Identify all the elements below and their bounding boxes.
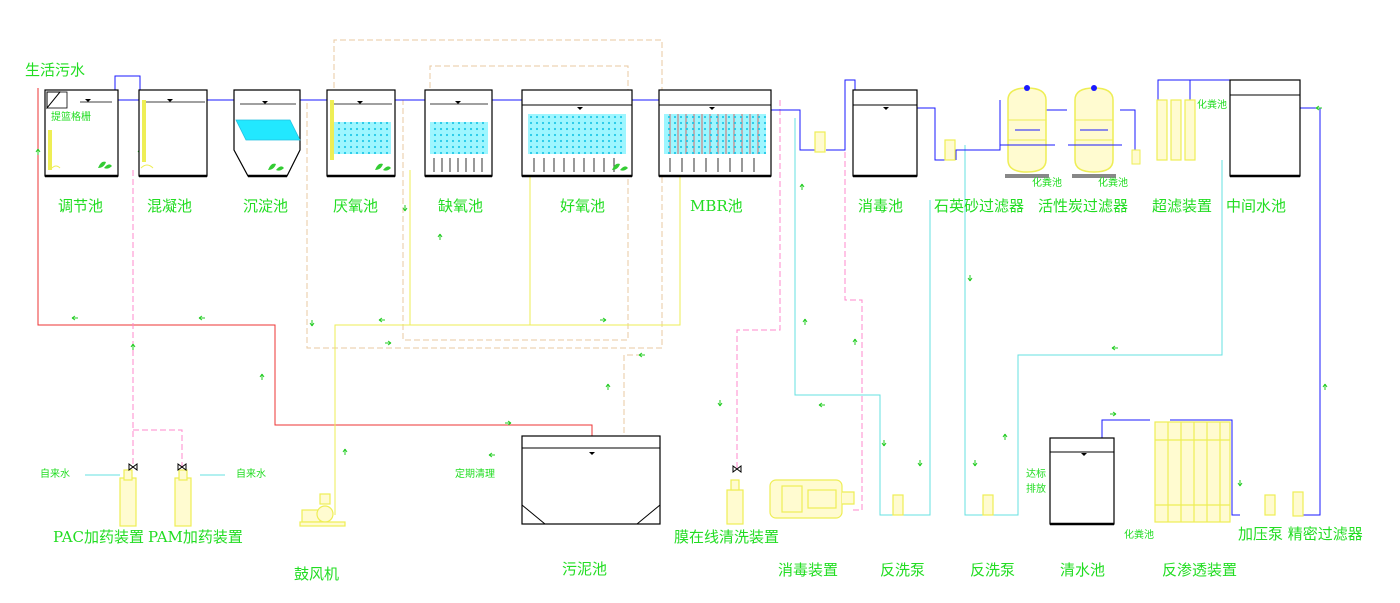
booster-pump-filter-label: 加压泵 精密过滤器 [1238, 525, 1363, 543]
activated-carbon-filter [1068, 85, 1141, 178]
disinfection-device-label: 消毒装置 [778, 561, 839, 579]
tank-mbr [658, 89, 772, 178]
tank-label-adjustment: 调节池 [58, 197, 104, 215]
tank-label-quartz-filter: 石英砂过滤器 [934, 197, 1025, 215]
tank-aerobic [521, 89, 633, 178]
pam-dosing-device [174, 469, 192, 527]
sludge-tank-label: 污泥池 [562, 560, 608, 578]
septic-label-3: 化粪池 [1197, 100, 1227, 111]
tank-label-carbon-filter: 活性炭过滤器 [1038, 197, 1129, 215]
pam-device-label: PAM加药装置 [148, 528, 243, 546]
valves [128, 463, 742, 473]
septic-label-1: 化粪池 [1032, 178, 1062, 189]
tank-adjustment [44, 89, 119, 178]
sludge-return-line [37, 88, 593, 436]
septic-label-4: 化粪池 [1124, 530, 1154, 541]
ultrafiltration-unit [1156, 99, 1196, 161]
membrane-cleaning-device [726, 479, 744, 525]
tap-water-right: 自来水 [236, 469, 266, 480]
backwash-lines [85, 118, 1223, 516]
tank-label-anaerobic: 厌氧池 [333, 197, 379, 215]
pac-device-label: PAC加药装置 [53, 528, 145, 546]
tank-label-mbr: MBR池 [690, 197, 743, 215]
tank-label-intermediate: 中间水池 [1226, 197, 1287, 215]
tank-label-anoxic: 缺氧池 [438, 197, 484, 215]
inlet-label: 生活污水 [25, 61, 86, 79]
reverse-osmosis-label: 反渗透装置 [1162, 561, 1238, 579]
blower-label: 鼓风机 [294, 565, 340, 583]
tank-label-sedimentation: 沉淀池 [243, 197, 289, 215]
reverse-osmosis-unit [1154, 421, 1231, 523]
tank-sedimentation [233, 89, 301, 178]
backwash-pump-2-label: 反洗泵 [970, 561, 1016, 579]
pumps [814, 131, 1304, 517]
screen-label: 提篮格栅 [51, 112, 91, 123]
tank-disinfection [852, 89, 918, 178]
backwash-pump-1-label: 反洗泵 [880, 561, 926, 579]
tank-label-aerobic: 好氧池 [560, 197, 606, 215]
disinfection-device [769, 479, 855, 519]
regular-cleaning-label: 定期清理 [455, 469, 495, 480]
quartz-sand-filter [1000, 85, 1055, 178]
pac-dosing-device [119, 469, 137, 527]
tank-label-ultrafiltration: 超滤装置 [1152, 197, 1213, 215]
tank-anoxic [424, 89, 493, 178]
return-loop-lines [306, 39, 663, 436]
blower [299, 493, 346, 527]
tank-label-disinfection: 消毒池 [858, 197, 904, 215]
tap-water-left: 自来水 [40, 469, 70, 480]
clear-water-tank [1049, 437, 1115, 526]
dosing-lines [132, 80, 863, 511]
sludge-tank [521, 435, 661, 525]
compliant-discharge-label-1: 达标 [1026, 469, 1046, 480]
tank-coagulation [138, 89, 208, 178]
compliant-discharge-label-2: 排放 [1026, 484, 1046, 495]
septic-label-2: 化粪池 [1098, 178, 1128, 189]
tank-anaerobic [326, 89, 396, 178]
tank-intermediate-water [1229, 79, 1301, 178]
tank-label-coagulation: 混凝池 [147, 197, 193, 215]
membrane-cleaning-label: 膜在线清洗装置 [674, 528, 780, 546]
clear-water-tank-label: 清水池 [1060, 561, 1106, 579]
